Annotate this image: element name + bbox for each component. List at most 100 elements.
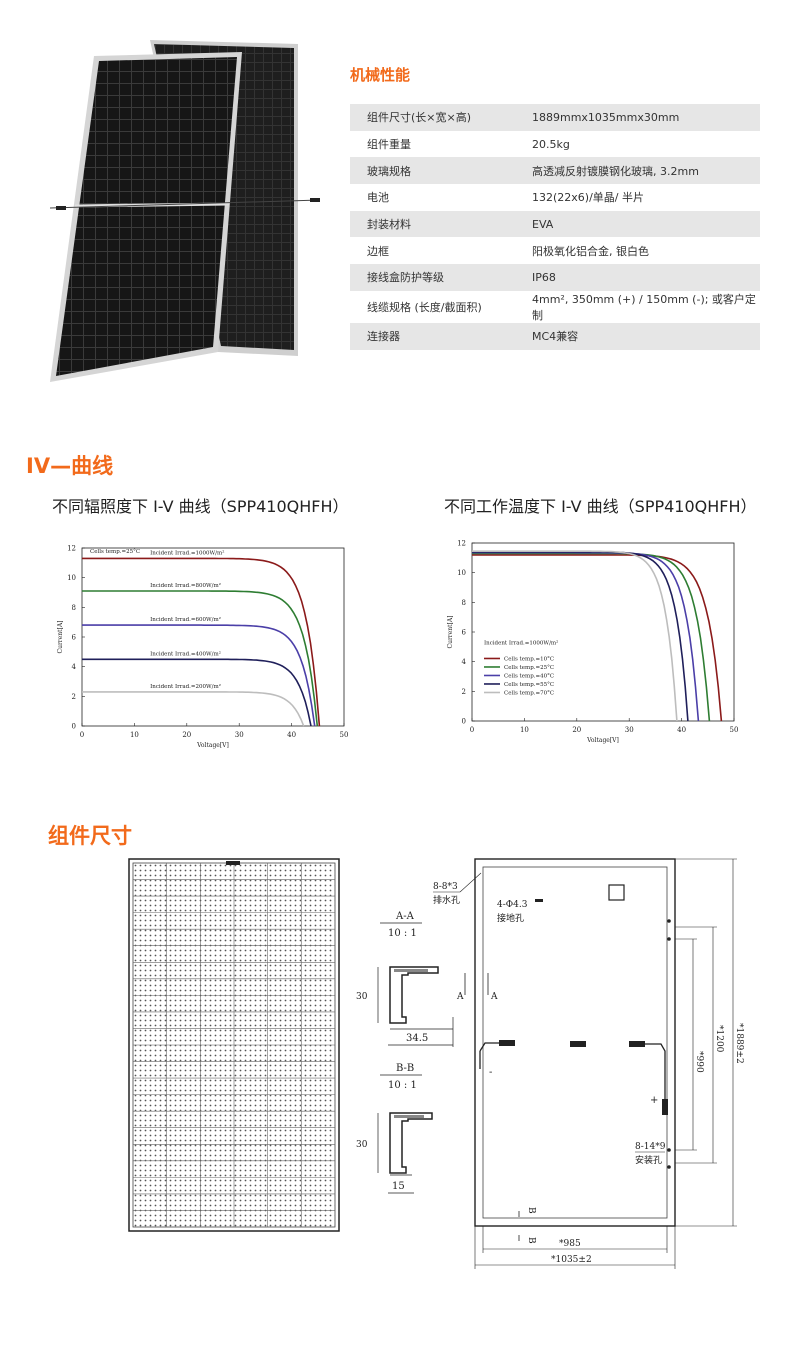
spec-value: 阳极氧化铝合金, 银白色 <box>532 244 649 258</box>
bb-scale: 10 : 1 <box>388 1080 417 1091</box>
y-tick-label: 2 <box>462 688 466 696</box>
dim-990: *990 <box>694 1051 704 1073</box>
series-label: Incident Irrad.=400W/m² <box>150 650 221 657</box>
iv-curve <box>472 550 678 722</box>
dim-15: 15 <box>392 1181 405 1192</box>
dim-985: *985 <box>559 1239 581 1249</box>
x-tick-label: 0 <box>470 726 474 734</box>
spec-row: 边框 阳极氧化铝合金, 银白色 <box>350 237 760 264</box>
y-tick-label: 2 <box>72 693 76 701</box>
mount-hole-label: 8-14*9 <box>635 1142 666 1152</box>
plot-frame <box>81 547 345 727</box>
x-tick-label: 50 <box>730 726 739 734</box>
spec-key: 边框 <box>367 244 389 258</box>
x-tick-label: 40 <box>677 726 686 734</box>
spec-row: 玻璃规格高透减反射镀膜钢化玻璃, 3.2mm <box>350 157 760 185</box>
legend-label: Cells temp.=55°C <box>504 682 554 688</box>
drain-hole-cn: 排水孔 <box>433 894 460 906</box>
x-tick-label: 30 <box>235 731 244 739</box>
mount-hole-cn: 安装孔 <box>635 1154 662 1166</box>
spec-value: 20.5kg <box>532 137 570 151</box>
y-tick-label: 0 <box>462 718 466 726</box>
drain-hole-label: 8-8*3 <box>433 882 458 892</box>
aa-scale: 10 : 1 <box>388 928 417 939</box>
section-a-right: A <box>490 992 498 1002</box>
section-a-left: A <box>456 992 464 1002</box>
dim-1200: *1200 <box>714 1025 724 1053</box>
y-tick-label: 4 <box>462 658 467 666</box>
y-tick-label: 8 <box>72 604 76 612</box>
chart2-title: 不同工作温度下 I-V 曲线（SPP410QHFH） <box>444 497 757 516</box>
module-back-drawing: 8-8*3 排水孔 4-Φ4.3 接地孔 A A - + *990 *1200 … <box>433 858 744 1269</box>
spec-value: 高透减反射镀膜钢化玻璃, 3.2mm <box>515 157 760 185</box>
x-tick-label: 40 <box>287 731 296 739</box>
y-tick-label: 10 <box>457 569 466 577</box>
y-axis-label: Current[A] <box>447 615 454 648</box>
aa-label: A-A <box>395 911 415 922</box>
x-tick-label: 20 <box>182 731 191 739</box>
dim-30a: 30 <box>356 992 368 1002</box>
minus-terminal: - <box>489 1067 492 1078</box>
series-label: Incident Irrad.=800W/m² <box>150 582 221 589</box>
spec-value: MC4兼容 <box>515 322 760 350</box>
frame-cross-sections: A-A 10 : 1 30 34.5 B-B 10 : 1 30 15 <box>356 911 454 1194</box>
y-tick-label: 6 <box>72 634 77 642</box>
plus-terminal: + <box>650 1095 658 1106</box>
x-axis-label: Voltage[V] <box>196 742 229 749</box>
dim-30b: 30 <box>356 1140 368 1150</box>
chart-note: Cells temp.=25°C <box>90 549 140 555</box>
dim-34-5: 34.5 <box>406 1033 428 1044</box>
spec-value: 4mm², 350mm (+) / 150mm (-); 或客户定制 <box>532 292 756 322</box>
legend-label: Cells temp.=70°C <box>504 690 554 696</box>
dims-section-title: 组件尺寸 <box>48 824 132 848</box>
y-tick-label: 12 <box>457 540 466 548</box>
iv-curve <box>82 624 316 727</box>
y-axis-label: Current[A] <box>57 620 64 653</box>
series-label: Incident Irrad.=200W/m² <box>150 683 221 690</box>
series-label: Incident Irrad.=1000W/m² <box>150 549 224 556</box>
spec-key: 电池 <box>367 191 389 205</box>
spec-row: 组件尺寸(长×宽×高)1889mmx1035mmx30mm <box>350 104 760 131</box>
x-tick-label: 30 <box>625 726 634 734</box>
section-b-top: B <box>526 1207 536 1214</box>
iv-curve <box>472 554 723 722</box>
spec-key: 封装材料 <box>350 210 515 238</box>
series-label: Incident Irrad.=600W/m² <box>150 616 221 623</box>
spec-value: 1889mmx1035mmx30mm <box>515 104 760 131</box>
y-tick-label: 0 <box>72 723 76 731</box>
spec-key: 组件尺寸(长×宽×高) <box>350 104 515 131</box>
spec-value: EVA <box>515 210 760 238</box>
x-tick-label: 10 <box>520 726 529 734</box>
chart1-title: 不同辐照度下 I-V 曲线（SPP410QHFH） <box>52 497 349 516</box>
x-tick-label: 10 <box>130 731 139 739</box>
spec-key: 连接器 <box>350 322 515 350</box>
spec-value: IP68 <box>515 264 760 291</box>
legend-label: Cells temp.=40°C <box>504 673 554 679</box>
solar-panel-image <box>49 40 321 382</box>
iv-curve <box>82 557 321 727</box>
iv-curve <box>82 590 319 727</box>
dim-1889: *1889±2 <box>734 1023 744 1064</box>
module-front-drawing <box>128 858 340 1232</box>
ground-hole-label: 4-Φ4.3 <box>497 900 528 910</box>
bb-label: B-B <box>396 1063 414 1074</box>
x-tick-label: 0 <box>80 731 84 739</box>
iv-section-title: IV—曲线 <box>26 454 114 478</box>
legend-label: Cells temp.=25°C <box>504 665 554 671</box>
spec-key: 线缆规格 (长度/截面积) <box>367 300 482 314</box>
chart-note: Incident Irrad.=1000W/m² <box>484 639 558 646</box>
x-tick-label: 20 <box>572 726 581 734</box>
y-tick-label: 8 <box>462 599 466 607</box>
spec-key: 接线盒防护等级 <box>350 264 515 291</box>
spec-value: 132(22x6)/单晶/ 半片 <box>532 191 644 205</box>
y-tick-label: 6 <box>462 629 467 637</box>
iv-curve <box>82 691 305 727</box>
mechanical-section-title: 机械性能 <box>350 66 411 84</box>
x-tick-label: 50 <box>340 731 349 739</box>
